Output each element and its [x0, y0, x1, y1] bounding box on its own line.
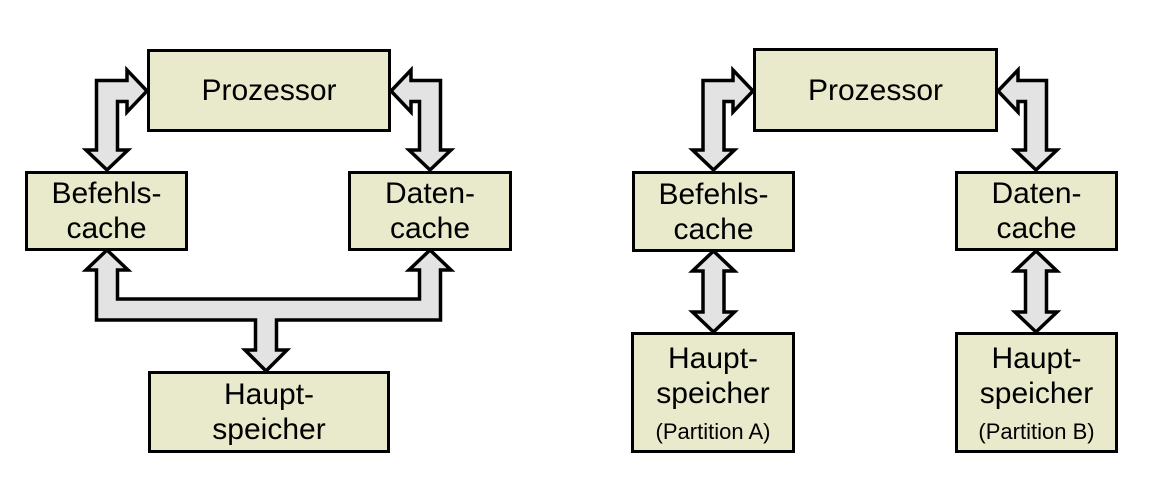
node-hauptspeicher-partition-a: Haupt- speicher (Partition A): [631, 332, 795, 453]
node-hauptspeicher-partition-b: Haupt- speicher (Partition B): [955, 332, 1118, 453]
node-label-line1: Haupt-: [223, 378, 315, 411]
arrow-prozessor-befehlscache-left: [81, 65, 150, 173]
node-label-line1: Befehls-: [51, 177, 162, 210]
arrow-prozessor-datencache-left: [388, 65, 456, 173]
partition-label: (Partition A): [655, 418, 771, 444]
node-prozessor-right: Prozessor: [753, 48, 998, 132]
node-befehlscache-left: Befehls- cache: [25, 171, 188, 251]
arrow-befehlscache-hauptspeicher-a: [688, 248, 739, 335]
node-label-line2: cache: [996, 212, 1077, 245]
arrow-prozessor-datencache-right: [995, 65, 1062, 173]
node-datencache-right: Daten- cache: [955, 171, 1118, 251]
node-label-line2: speicher: [212, 413, 326, 446]
node-label-line2: cache: [66, 212, 147, 245]
node-label-line2: cache: [389, 212, 471, 245]
node-label-line1: Daten-: [384, 177, 476, 210]
node-label: Prozessor: [201, 74, 337, 107]
node-datencache-left: Daten- cache: [348, 171, 512, 251]
node-prozessor-left: Prozessor: [147, 49, 391, 132]
node-label: Prozessor: [807, 73, 944, 107]
node-label-line2: speicher: [979, 376, 1094, 410]
node-label-line1: Daten-: [991, 177, 1082, 210]
node-hauptspeicher-left: Haupt- speicher: [148, 371, 390, 453]
node-label-line1: Haupt-: [667, 341, 759, 375]
node-label-line2: speicher: [656, 376, 770, 410]
arrow-datencache-hauptspeicher-b: [1010, 248, 1062, 335]
arrow-caches-hauptspeicher-merge: [81, 247, 456, 374]
node-label-line1: Haupt-: [991, 341, 1082, 375]
node-label-line1: Befehls-: [658, 177, 769, 211]
arrow-prozessor-befehlscache-right: [688, 65, 756, 173]
node-befehlscache-right: Befehls- cache: [632, 171, 795, 252]
node-label-line2: cache: [673, 212, 754, 246]
partition-label: (Partition B): [978, 418, 1095, 444]
